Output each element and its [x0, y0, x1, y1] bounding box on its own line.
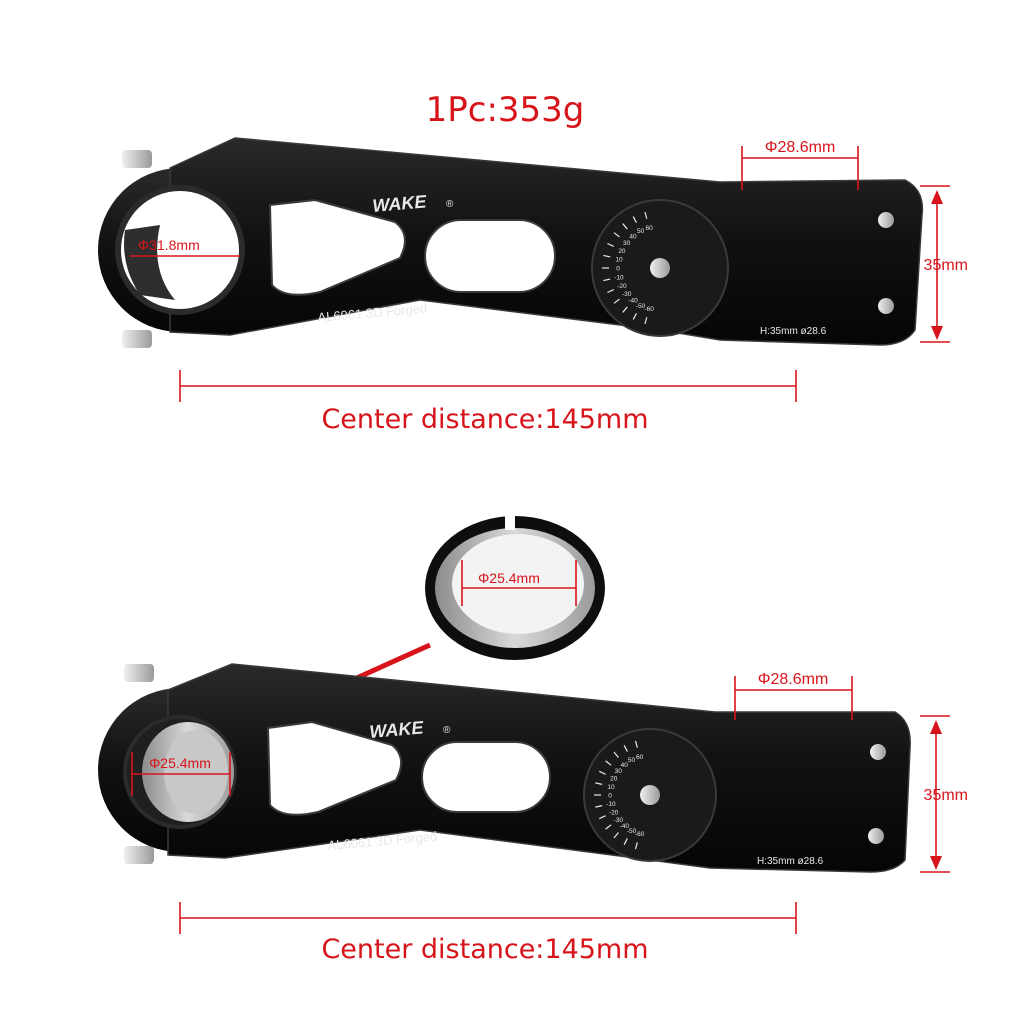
- lightening-slot: [421, 741, 551, 813]
- scale-mark-label: -60: [644, 306, 654, 313]
- scale-mark-label: 30: [615, 768, 623, 775]
- scale-mark-label: 0: [608, 793, 612, 800]
- arrow-up: [930, 720, 942, 734]
- weight-label: 1Pc:353g: [426, 90, 585, 130]
- pivot-bolt: [650, 258, 670, 278]
- arrow-down: [931, 326, 943, 340]
- lightening-window: [266, 720, 403, 816]
- scale-tick: [607, 242, 615, 247]
- scale-tick: [622, 223, 628, 230]
- scale-mark-label: 60: [636, 754, 644, 761]
- steerer-clamp-label: Φ28.6mm: [765, 139, 836, 156]
- lightening-window: [268, 198, 406, 296]
- scale-tick: [613, 832, 619, 839]
- arrow-down: [930, 856, 942, 870]
- scale-mark-label: 50: [628, 757, 636, 764]
- scale-mark-label: 20: [618, 248, 626, 255]
- scale-tick: [623, 838, 628, 845]
- spec-stamp: H:35mm ø28.6: [760, 326, 827, 337]
- scale-mark-label: -20: [609, 809, 619, 816]
- shim-opening: [452, 534, 584, 634]
- scale-tick: [613, 298, 620, 304]
- handlebar-clamp-label: Φ31.8mm: [138, 237, 200, 253]
- scale-mark-label: 20: [610, 776, 618, 783]
- spec-stamp: H:35mm ø28.6: [757, 856, 824, 867]
- steerer-bolt: [878, 212, 894, 228]
- top-arrowheads: [931, 190, 943, 340]
- steerer-clamp-label: Φ28.6mm: [758, 671, 829, 688]
- scale-tick: [623, 745, 628, 752]
- scale-tick: [622, 306, 628, 313]
- steerer-bolt: [878, 298, 894, 314]
- scale-tick: [605, 824, 612, 830]
- center-distance-label: Center distance:145mm: [321, 934, 648, 965]
- clamp-bolt: [124, 664, 154, 682]
- scale-mark-label: 10: [615, 256, 623, 263]
- scale-mark-label: -30: [622, 291, 632, 298]
- scale-tick: [613, 751, 619, 758]
- scale-mark-label: -30: [614, 817, 624, 824]
- clamp-bolt: [122, 330, 152, 348]
- clamp-bolt: [124, 846, 154, 864]
- scale-tick: [632, 312, 637, 320]
- brand-logo: WAKE: [369, 717, 426, 742]
- bottom-arrowheads: [930, 720, 942, 870]
- handlebar-clamp-label: Φ25.4mm: [149, 755, 211, 771]
- steerer-bolt: [870, 744, 886, 760]
- scale-mark-label: 10: [607, 784, 615, 791]
- scale-mark-label: 40: [621, 762, 629, 769]
- scale-mark-label: -40: [620, 823, 630, 830]
- scale-mark-label: 30: [623, 240, 631, 247]
- bottom-dimensions: [131, 676, 950, 934]
- shim-bore: [164, 730, 228, 814]
- lightening-slot: [424, 219, 556, 293]
- scale-tick: [595, 805, 603, 808]
- scale-tick: [607, 289, 615, 294]
- scale-tick: [598, 815, 606, 820]
- clamp-bolt: [122, 150, 152, 168]
- bore-shadow: [124, 225, 175, 300]
- center-distance-label: Center distance:145mm: [321, 404, 648, 435]
- stack-height-label: 35mm: [924, 257, 968, 274]
- scale-tick: [634, 842, 638, 850]
- scale-mark-label: -10: [614, 275, 624, 282]
- scale-tick: [644, 211, 648, 219]
- scale-mark-label: 40: [629, 233, 637, 240]
- scale-tick: [644, 317, 648, 325]
- pivot-bolt: [640, 785, 660, 805]
- brand-mark: ®: [443, 725, 451, 736]
- scale-tick: [595, 782, 603, 785]
- scale-mark-label: 0: [616, 266, 620, 273]
- scale-mark-label: -50: [627, 828, 637, 835]
- shim-dimension: [461, 560, 577, 606]
- scale-tick: [613, 232, 620, 238]
- scale-tick: [632, 216, 637, 224]
- arrow-up: [931, 190, 943, 204]
- scale-mark-label: -60: [635, 831, 645, 838]
- top-dimensions: [130, 146, 950, 402]
- brand-mark: ®: [446, 199, 454, 210]
- scale-mark-label: -50: [636, 303, 646, 310]
- scale-mark-label: -20: [617, 283, 627, 290]
- scale-mark-label: 50: [637, 228, 645, 235]
- scale-mark-label: -40: [628, 298, 638, 305]
- stack-height-label: 35mm: [924, 787, 968, 804]
- scale-tick: [634, 740, 638, 748]
- scale-tick: [603, 278, 611, 282]
- scale-mark-label: 60: [646, 225, 654, 232]
- shim-size-label: Φ25.4mm: [478, 570, 540, 586]
- shim-slit: [505, 516, 515, 530]
- scale-mark-label: -10: [606, 801, 616, 808]
- steerer-bolt: [868, 828, 884, 844]
- brand-logo: WAKE: [372, 191, 429, 216]
- scale-tick: [603, 254, 611, 258]
- scale-tick: [605, 760, 612, 766]
- scale-tick: [598, 770, 606, 775]
